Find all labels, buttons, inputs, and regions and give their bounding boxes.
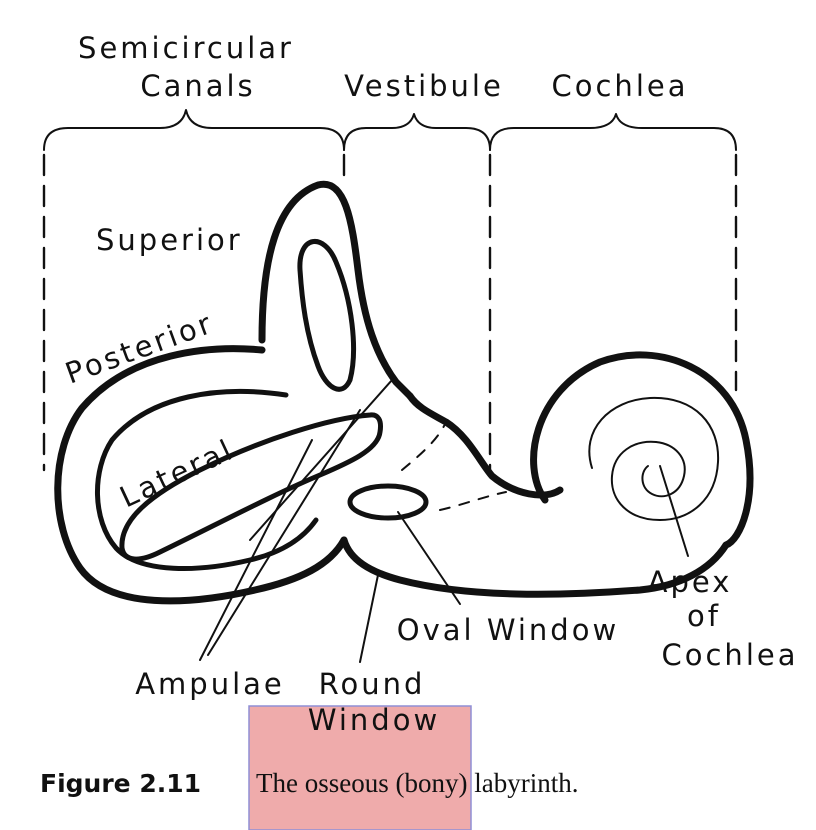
- highlight-box: [249, 706, 471, 830]
- apex-label-line3: Cochlea: [662, 638, 799, 672]
- ampulae-leader-3: [249, 379, 393, 541]
- vestibule-dashed-boundary: [401, 421, 447, 471]
- cochlea-bracket: [489, 113, 737, 151]
- semicircular-canals-label-line2: Canals: [140, 69, 255, 103]
- figure-caption-text: The osseous (bony) labyrinth.: [256, 768, 578, 798]
- ampulae-leader-2: [207, 409, 361, 656]
- cochlea-shell: [530, 351, 754, 549]
- oval-window-label: Oval Window: [397, 613, 619, 647]
- labyrinth-outline: [54, 180, 754, 605]
- vestibule-label: Vestibule: [344, 69, 504, 103]
- cochlea-dashed-boundary: [439, 491, 507, 511]
- superior-label: Superior: [96, 223, 243, 257]
- apex-leader: [659, 465, 689, 557]
- cochlea-spiral-outer: [588, 396, 720, 521]
- oval-window: [347, 483, 429, 521]
- posterior-canal: [54, 345, 348, 605]
- apex-label-line2: of: [687, 599, 721, 633]
- vestibule-body: [406, 392, 564, 499]
- highlight-box-border: [248, 705, 472, 830]
- cochlea-label: Cochlea: [552, 69, 689, 103]
- cochlea-lower-tube: [340, 536, 730, 598]
- cochlea-spiral-inner: [641, 441, 686, 498]
- superior-canal-lumen: [297, 239, 356, 392]
- ampulae-leader-1: [199, 439, 313, 661]
- lateral-canal: [119, 412, 383, 562]
- round-window-leader: [359, 574, 379, 663]
- vestibule-bracket: [343, 113, 491, 151]
- round-window-label-line2: Window: [308, 703, 440, 737]
- apex-label-line1: Apex: [648, 565, 733, 599]
- region-dividers: [42, 153, 738, 472]
- posterior-canal-inner: [95, 389, 319, 571]
- region-brackets: [43, 109, 737, 151]
- semicircular-canals-label-line1: Semicircular: [78, 31, 294, 65]
- lateral-label: Lateral: [115, 432, 240, 514]
- superior-canal: [258, 180, 414, 400]
- ampulae-label: Ampulae: [135, 667, 285, 701]
- semicircular-canals-bracket: [43, 109, 345, 151]
- round-window-label-line1: Round: [319, 667, 426, 701]
- leader-lines: [199, 379, 689, 663]
- figure-caption-label: Figure 2.11: [40, 769, 201, 798]
- oval-window-leader: [397, 511, 461, 605]
